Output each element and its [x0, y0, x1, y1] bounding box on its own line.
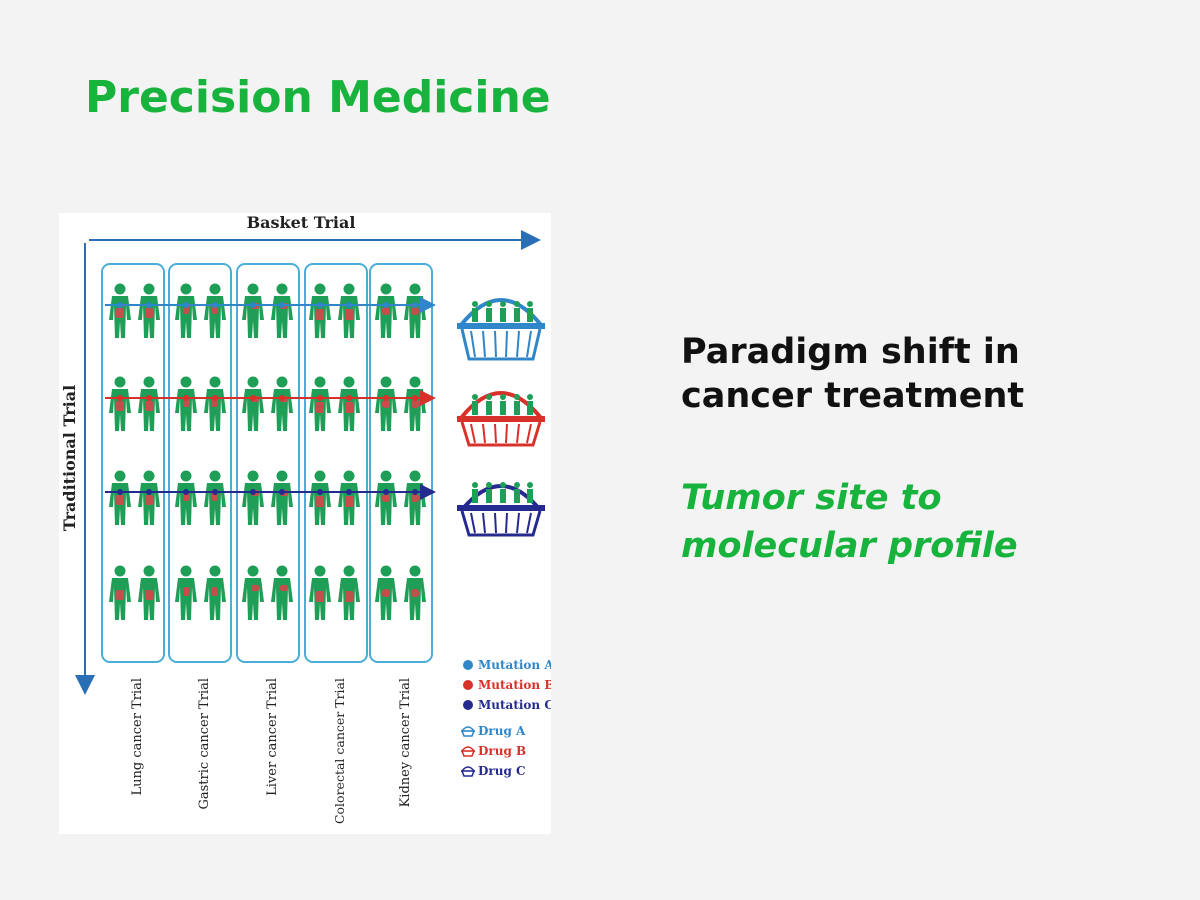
basket-axis-label: Basket Trial — [247, 213, 356, 232]
patients-row-4 — [109, 565, 426, 620]
column-gastric — [168, 263, 232, 663]
trial-label-lung: Lung cancer Trial — [130, 678, 145, 796]
legend-mutation-c: Mutation C — [478, 698, 551, 712]
basket-drug-b — [457, 391, 545, 447]
trial-label-gastric: Gastric cancer Trial — [197, 678, 212, 810]
column-kidney — [369, 263, 433, 663]
subhead: Tumor site to molecular profile — [681, 474, 1161, 570]
slide-title: Precision Medicine — [85, 72, 551, 123]
headline: Paradigm shift in cancer treatment — [681, 330, 1161, 418]
headline-line-1: Paradigm shift in — [681, 332, 1020, 372]
legend-drug-a: Drug A — [478, 724, 526, 738]
column-lung — [101, 263, 165, 663]
trial-label-liver: Liver cancer Trial — [265, 678, 280, 796]
organ-markers — [116, 303, 419, 602]
subhead-line-1: Tumor site to — [681, 478, 942, 518]
basket-drug-a — [457, 298, 545, 361]
basket-trial-diagram: Basket Trial Traditional Trial — [59, 213, 551, 834]
legend-basket-b-icon — [461, 746, 475, 757]
legend-mutation-b-dot — [463, 680, 473, 690]
legend-mutation-a-dot — [463, 660, 473, 670]
basket-drug-c — [457, 482, 545, 537]
traditional-axis-label: Traditional Trial — [60, 385, 79, 531]
legend-mutation-a: Mutation A — [478, 658, 551, 672]
slide-text-block: Paradigm shift in cancer treatment Tumor… — [681, 330, 1161, 570]
subhead-line-2: molecular profile — [681, 526, 1018, 566]
column-colorectal — [304, 263, 368, 663]
column-liver — [236, 263, 300, 663]
legend-mutation-b: Mutation B — [478, 678, 551, 692]
legend-basket-c-icon — [461, 766, 475, 777]
trial-label-colorectal: Colorectal cancer Trial — [332, 678, 347, 824]
legend-basket-a-icon — [461, 726, 475, 737]
legend-mutation-c-dot — [463, 700, 473, 710]
patients-row-1 — [109, 283, 426, 338]
trial-label-kidney: Kidney cancer Trial — [398, 678, 413, 807]
patients-row-3 — [109, 470, 426, 525]
trial-columns — [101, 263, 433, 663]
headline-line-2: cancer treatment — [681, 376, 1025, 416]
patients-row-2 — [109, 376, 426, 431]
legend-drug-c: Drug C — [478, 764, 526, 778]
legend: Mutation A Mutation B Mutation C Drug A … — [461, 658, 551, 778]
legend-drug-b: Drug B — [478, 744, 526, 758]
